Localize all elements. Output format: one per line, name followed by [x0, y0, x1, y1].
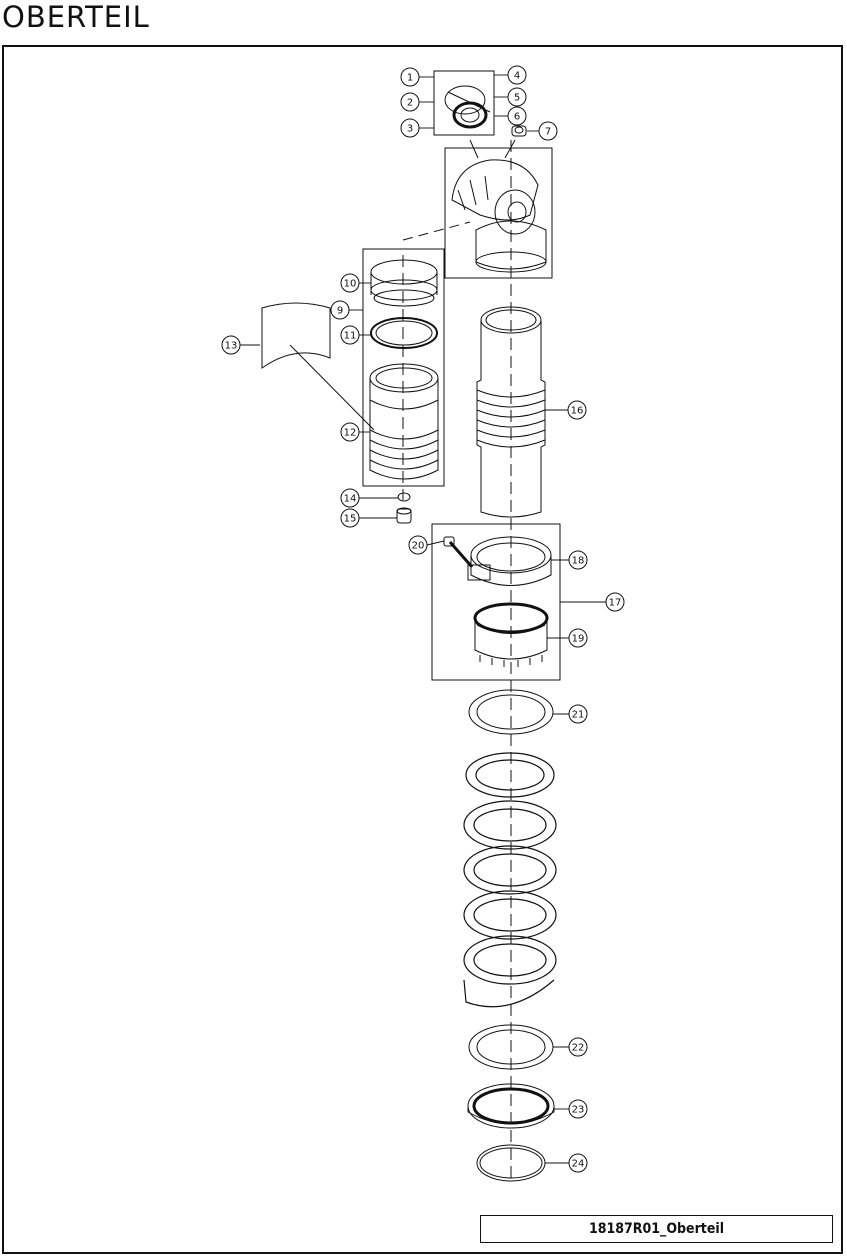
callout-label: 16 [571, 406, 584, 417]
part-10-cap [370, 259, 438, 307]
part-coil-spring [463, 752, 557, 1008]
part-23-bearing [467, 1083, 555, 1129]
callout-10: 10 [340, 273, 360, 293]
callout-6: 6 [507, 106, 527, 126]
group-box-top [433, 70, 495, 136]
group-box-9 [362, 248, 445, 487]
callout-20: 20 [408, 535, 428, 555]
callout-label: 5 [514, 93, 520, 104]
part-21-washer [468, 689, 554, 735]
axis-link [402, 221, 471, 241]
group-box-17 [431, 523, 561, 681]
callout-label: 24 [572, 1159, 585, 1170]
part-11-ring [370, 317, 438, 349]
callout-19: 19 [568, 628, 588, 648]
callout-24: 24 [568, 1153, 588, 1173]
callout-label: 2 [407, 98, 413, 109]
callout-label: 13 [225, 341, 238, 352]
page-title: OBERTEIL [2, 0, 150, 34]
callout-12: 12 [340, 422, 360, 442]
callout-label: 21 [572, 710, 585, 721]
callout-label: 4 [514, 71, 520, 82]
part-adjuster-knob [444, 85, 491, 129]
callout-label: 7 [545, 127, 551, 138]
part-7-nut [511, 125, 527, 137]
callout-9: 9 [330, 300, 350, 320]
part-16-body [476, 306, 546, 518]
callout-label: 3 [407, 124, 413, 135]
callout-label: 12 [344, 428, 357, 439]
part-12-sleeve [369, 363, 439, 480]
callout-16: 16 [567, 400, 587, 420]
callout-label: 6 [514, 112, 520, 123]
part-19-collar [473, 602, 549, 667]
drawing-code-label: 18187R01_Oberteil [588, 1221, 725, 1237]
drawing-code-box: 18187R01_Oberteil [480, 1215, 833, 1243]
group-box-head [444, 147, 553, 279]
callout-label: 20 [412, 541, 425, 552]
callout-23: 23 [568, 1099, 588, 1119]
callout-label: 17 [609, 598, 622, 609]
callout-label: 10 [344, 279, 357, 290]
callout-1: 1 [400, 67, 420, 87]
callout-label: 15 [344, 514, 357, 525]
part-14-washer [397, 492, 411, 502]
callout-21: 21 [568, 704, 588, 724]
callout-22: 22 [568, 1037, 588, 1057]
callout-label: 18 [572, 556, 585, 567]
callout-14: 14 [340, 488, 360, 508]
diagram-frame [2, 45, 843, 1254]
callout-15: 15 [340, 508, 360, 528]
part-18-clamp [443, 536, 552, 586]
callout-label: 11 [344, 331, 357, 342]
callout-label: 19 [572, 634, 585, 645]
callout-7: 7 [538, 121, 558, 141]
callout-label: 1 [407, 73, 413, 84]
part-13-sheet [261, 302, 375, 431]
part-shock-head [451, 139, 547, 273]
callout-label: 23 [572, 1105, 585, 1116]
callout-17: 17 [605, 592, 625, 612]
callout-11: 11 [340, 325, 360, 345]
callout-2: 2 [400, 92, 420, 112]
callout-label: 9 [337, 306, 343, 317]
callout-18: 18 [568, 550, 588, 570]
callout-5: 5 [507, 87, 527, 107]
callout-4: 4 [507, 65, 527, 85]
callout-3: 3 [400, 118, 420, 138]
callout-label: 14 [344, 494, 357, 505]
part-15-valve [396, 507, 412, 524]
callout-13: 13 [221, 335, 241, 355]
callout-label: 22 [572, 1043, 585, 1054]
